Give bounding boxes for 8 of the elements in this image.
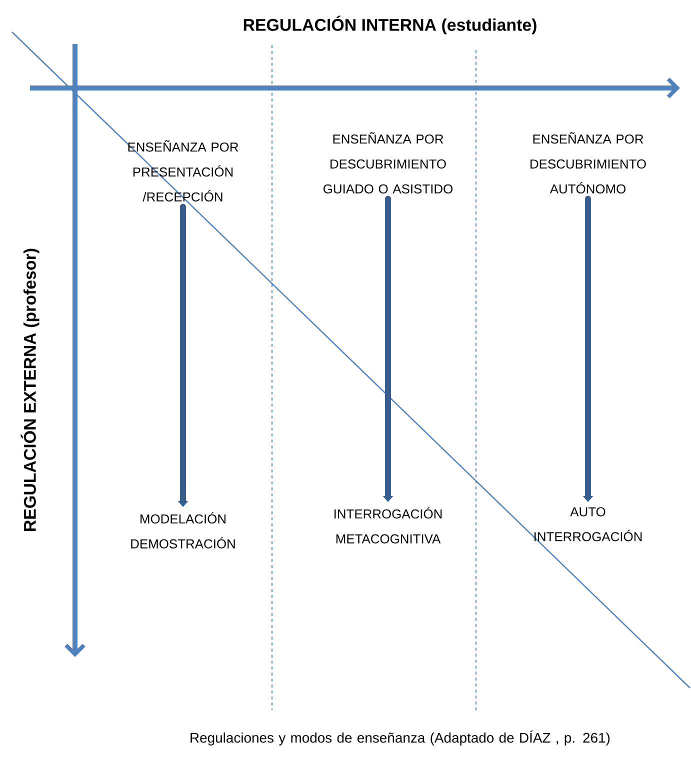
mode-text: ENSEÑANZA POR DESCUBRIMIENTO AUTÓNOMO [530,132,646,194]
mode-text: ENSEÑANZA POR DESCUBRIMIENTO GUIADO O ASISTIDO [324,132,452,194]
caption: Regulaciones y modos de enseñanza (Adaptado de DÍAZ , p. 261) [190,730,610,746]
axis-title: REGULACIÓN INTERNA (estudiante) [244,16,536,34]
mode-text: INTERROGACIÓN METACOGNITIVA [334,507,442,544]
mode-text: AUTO INTERROGACIÓN [534,507,642,542]
axis-title: REGULACIÓN EXTERNA (profesor) [20,248,40,531]
mode-text: MODELACIÓN DEMOSTRACIÓN [131,512,235,548]
